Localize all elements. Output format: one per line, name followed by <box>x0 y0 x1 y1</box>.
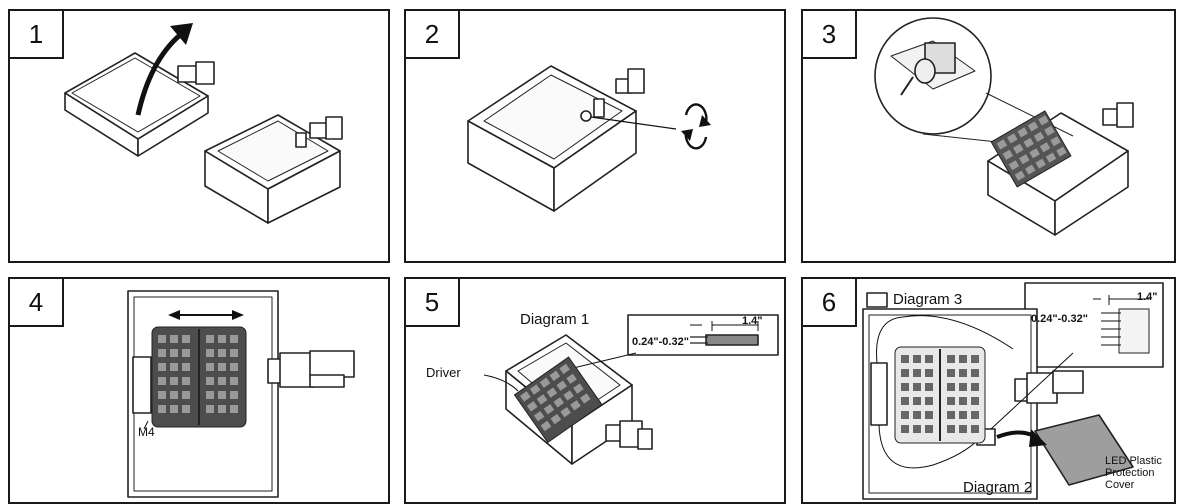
cover-label-line-3: Cover <box>1105 479 1135 491</box>
diagram-3-label: Diagram 3 <box>893 291 963 308</box>
strip-length-label: 0.24"-0.32" <box>1031 313 1088 325</box>
jacket-length-label: 1.4" <box>742 315 763 327</box>
step-number: 2 <box>404 9 460 59</box>
jacket-length-label: 1.4" <box>1137 291 1158 303</box>
step-panel-1: 1 <box>8 9 390 263</box>
cover-label: LED Plastic Protection Cover <box>1105 455 1162 491</box>
illustration-attach-cover <box>862 282 1164 500</box>
cover-label-line-1: LED Plastic <box>1105 455 1162 467</box>
driver-label: Driver <box>426 365 461 380</box>
cover-label-line-2: Protection <box>1105 467 1155 479</box>
step-number: 4 <box>8 277 64 327</box>
step-number: 1 <box>8 9 64 59</box>
step-panel-2: 2 <box>404 9 786 263</box>
illustration-rotate-knob <box>467 65 711 212</box>
strip-length-label: 0.24"-0.32" <box>632 336 689 348</box>
step-number: 6 <box>801 277 857 327</box>
diagram-2-label: Diagram 2 <box>963 479 1033 496</box>
step-panel-6: 6 <box>801 277 1176 504</box>
step-panel-3: 3 <box>801 9 1176 263</box>
illustration-adjust-module <box>127 290 355 498</box>
diagram-1-label: Diagram 1 <box>520 311 590 328</box>
step-panel-4: 4 <box>8 277 390 504</box>
step-number: 3 <box>801 9 857 59</box>
illustration-insert-module <box>874 17 1134 236</box>
step-number: 5 <box>404 277 460 327</box>
step-panel-5: 5 <box>404 277 786 504</box>
screw-label: M4 <box>138 425 155 439</box>
illustration-wire-driver <box>483 314 779 465</box>
illustration-open-lid <box>64 23 343 224</box>
